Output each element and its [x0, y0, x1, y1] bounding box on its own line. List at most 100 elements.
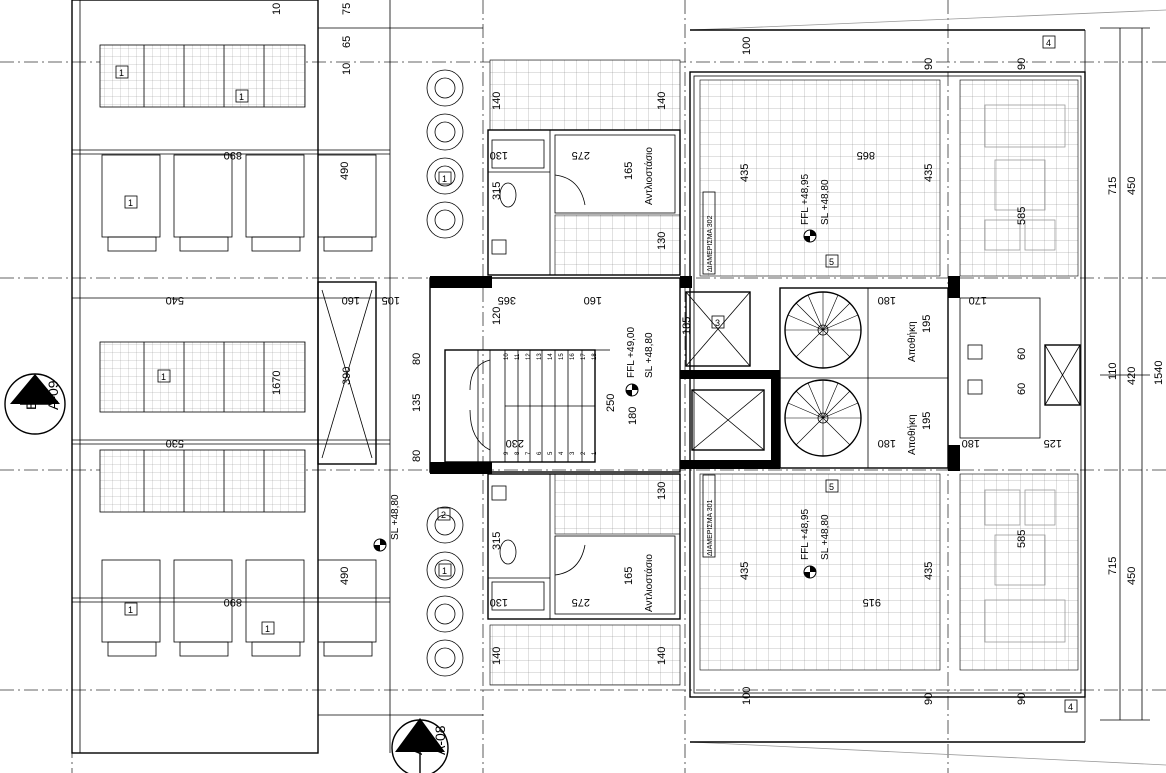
- stair-step-number: 5: [548, 451, 554, 455]
- dim-label: 100: [741, 687, 753, 705]
- dim-label: 585: [1016, 530, 1028, 548]
- dim-label: 530: [166, 437, 184, 449]
- dim-label: 80: [411, 450, 423, 462]
- section-sheet-aa: A-08: [432, 725, 448, 755]
- outdoor-furniture: [984, 104, 1066, 643]
- level-ffl-top: FFL +48,95: [800, 174, 811, 225]
- dim-label: 130: [656, 482, 668, 500]
- level-ffl-bottom: FFL +48,95: [800, 509, 811, 560]
- dim-label: 60: [1016, 383, 1028, 395]
- section-marker-bb: B-B A-09: [4, 373, 66, 435]
- dim-label: 140: [656, 647, 668, 665]
- tag-label: 1: [119, 68, 124, 78]
- stair-step-number: 4: [559, 451, 565, 455]
- tag-label: 1: [239, 92, 244, 102]
- stair-step-number: 6: [537, 451, 543, 455]
- room-label-storage-bottom: Αποθήκη: [906, 414, 918, 455]
- dim-label: 10: [271, 3, 283, 15]
- dim-label: 180: [878, 437, 896, 449]
- dim-label: 180: [627, 407, 639, 425]
- stair-step-number: 2: [581, 451, 587, 455]
- dim-label: 315: [491, 532, 503, 550]
- dim-label: 130: [656, 232, 668, 250]
- dim-label: 450: [1126, 177, 1138, 195]
- tag-label: 4: [1046, 38, 1051, 48]
- apartment-label-302: ΔΙΑΜΕΡΙΣΜΑ 302: [707, 215, 714, 272]
- dim-label: 435: [739, 164, 751, 182]
- building-outline: [71, 0, 1086, 754]
- dim-label: 60: [1016, 348, 1028, 360]
- tag-label: 3: [715, 318, 720, 328]
- dim-label: 1540: [1153, 361, 1165, 385]
- dim-label: 275: [572, 149, 590, 161]
- dim-label: 275: [572, 596, 590, 608]
- floor-tiles: [489, 59, 1079, 686]
- dim-label: 65: [341, 36, 353, 48]
- room-label-storage-top: Αποθήκη: [906, 321, 918, 362]
- dim-label: 1670: [271, 371, 283, 395]
- dim-label: 110: [1107, 362, 1119, 380]
- dim-label: 75: [341, 3, 353, 15]
- dim-label: 490: [339, 162, 351, 180]
- tag-label: 5: [829, 482, 834, 492]
- dim-label: 90: [1016, 693, 1028, 705]
- level-sl-bottom: SL +48,80: [820, 514, 831, 560]
- tag-label: 2: [441, 510, 446, 520]
- stair-step-number: 3: [570, 451, 576, 455]
- dim-label: 890: [224, 149, 242, 161]
- spiral-stairs: [784, 291, 862, 457]
- stair-step-number: 16: [570, 353, 576, 360]
- level-markers: FFL +48,95 SL +48,80 FFL +49,00 SL +48,8…: [373, 174, 831, 579]
- dim-label: 490: [339, 567, 351, 585]
- dim-label: 715: [1107, 177, 1119, 195]
- dim-label: 250: [605, 394, 617, 412]
- dim-label: 365: [498, 294, 516, 306]
- dim-label: 160: [342, 294, 360, 306]
- dim-label: 160: [584, 294, 602, 306]
- dim-label: 130: [490, 149, 508, 161]
- apartment-label-301: ΔΙΑΜΕΡΙΣΜΑ 301: [707, 499, 714, 556]
- solar-panels: [99, 44, 306, 513]
- dim-label: 315: [491, 182, 503, 200]
- tag-label: 1: [442, 566, 447, 576]
- tag-label: 1: [442, 174, 447, 184]
- dim-label: 10: [341, 63, 353, 75]
- stair-step-number: 15: [559, 353, 565, 360]
- room-label-ante-bottom: Αντλιοστάσιο: [643, 554, 655, 612]
- core-walls: [317, 276, 1081, 474]
- dimension-lines: [317, 0, 1150, 753]
- service-rooms: [487, 129, 681, 620]
- dim-label: 180: [878, 294, 896, 306]
- main-staircase: [444, 349, 610, 463]
- dim-label: 540: [166, 294, 184, 306]
- dim-label: 105: [382, 294, 400, 306]
- dim-label: 100: [741, 37, 753, 55]
- equipment-tags: 1 1 1 1 1 1 1 1 2 3 4 4 5 5: [115, 35, 1078, 713]
- stair-step-number: 11: [515, 353, 521, 360]
- dim-label: 185: [681, 317, 693, 335]
- stair-step-number: 17: [581, 353, 587, 360]
- dim-label: 390: [341, 367, 353, 385]
- dim-label: 450: [1126, 567, 1138, 585]
- level-sl-mid: SL +48,80: [644, 332, 655, 378]
- dim-label: 195: [921, 315, 933, 333]
- level-ffl-mid: FFL +49,00: [626, 327, 637, 378]
- tag-label: 1: [128, 198, 133, 208]
- dim-label: 585: [1016, 207, 1028, 225]
- round-tanks: [426, 69, 464, 677]
- dim-label: 140: [491, 92, 503, 110]
- level-sl-top: SL +48,80: [820, 179, 831, 225]
- dim-label: 715: [1107, 557, 1119, 575]
- dim-label: 435: [923, 164, 935, 182]
- dim-label: 90: [1016, 58, 1028, 70]
- section-label-aa: A-A: [409, 731, 425, 755]
- dim-label: 435: [739, 562, 751, 580]
- dim-label: 130: [490, 596, 508, 608]
- dim-label: 865: [857, 149, 875, 161]
- stair-step-number: 1: [592, 451, 598, 455]
- dim-label: 195: [921, 412, 933, 430]
- section-marker-aa: A-A A-08: [391, 718, 449, 773]
- stair-step-number: 9: [504, 451, 510, 455]
